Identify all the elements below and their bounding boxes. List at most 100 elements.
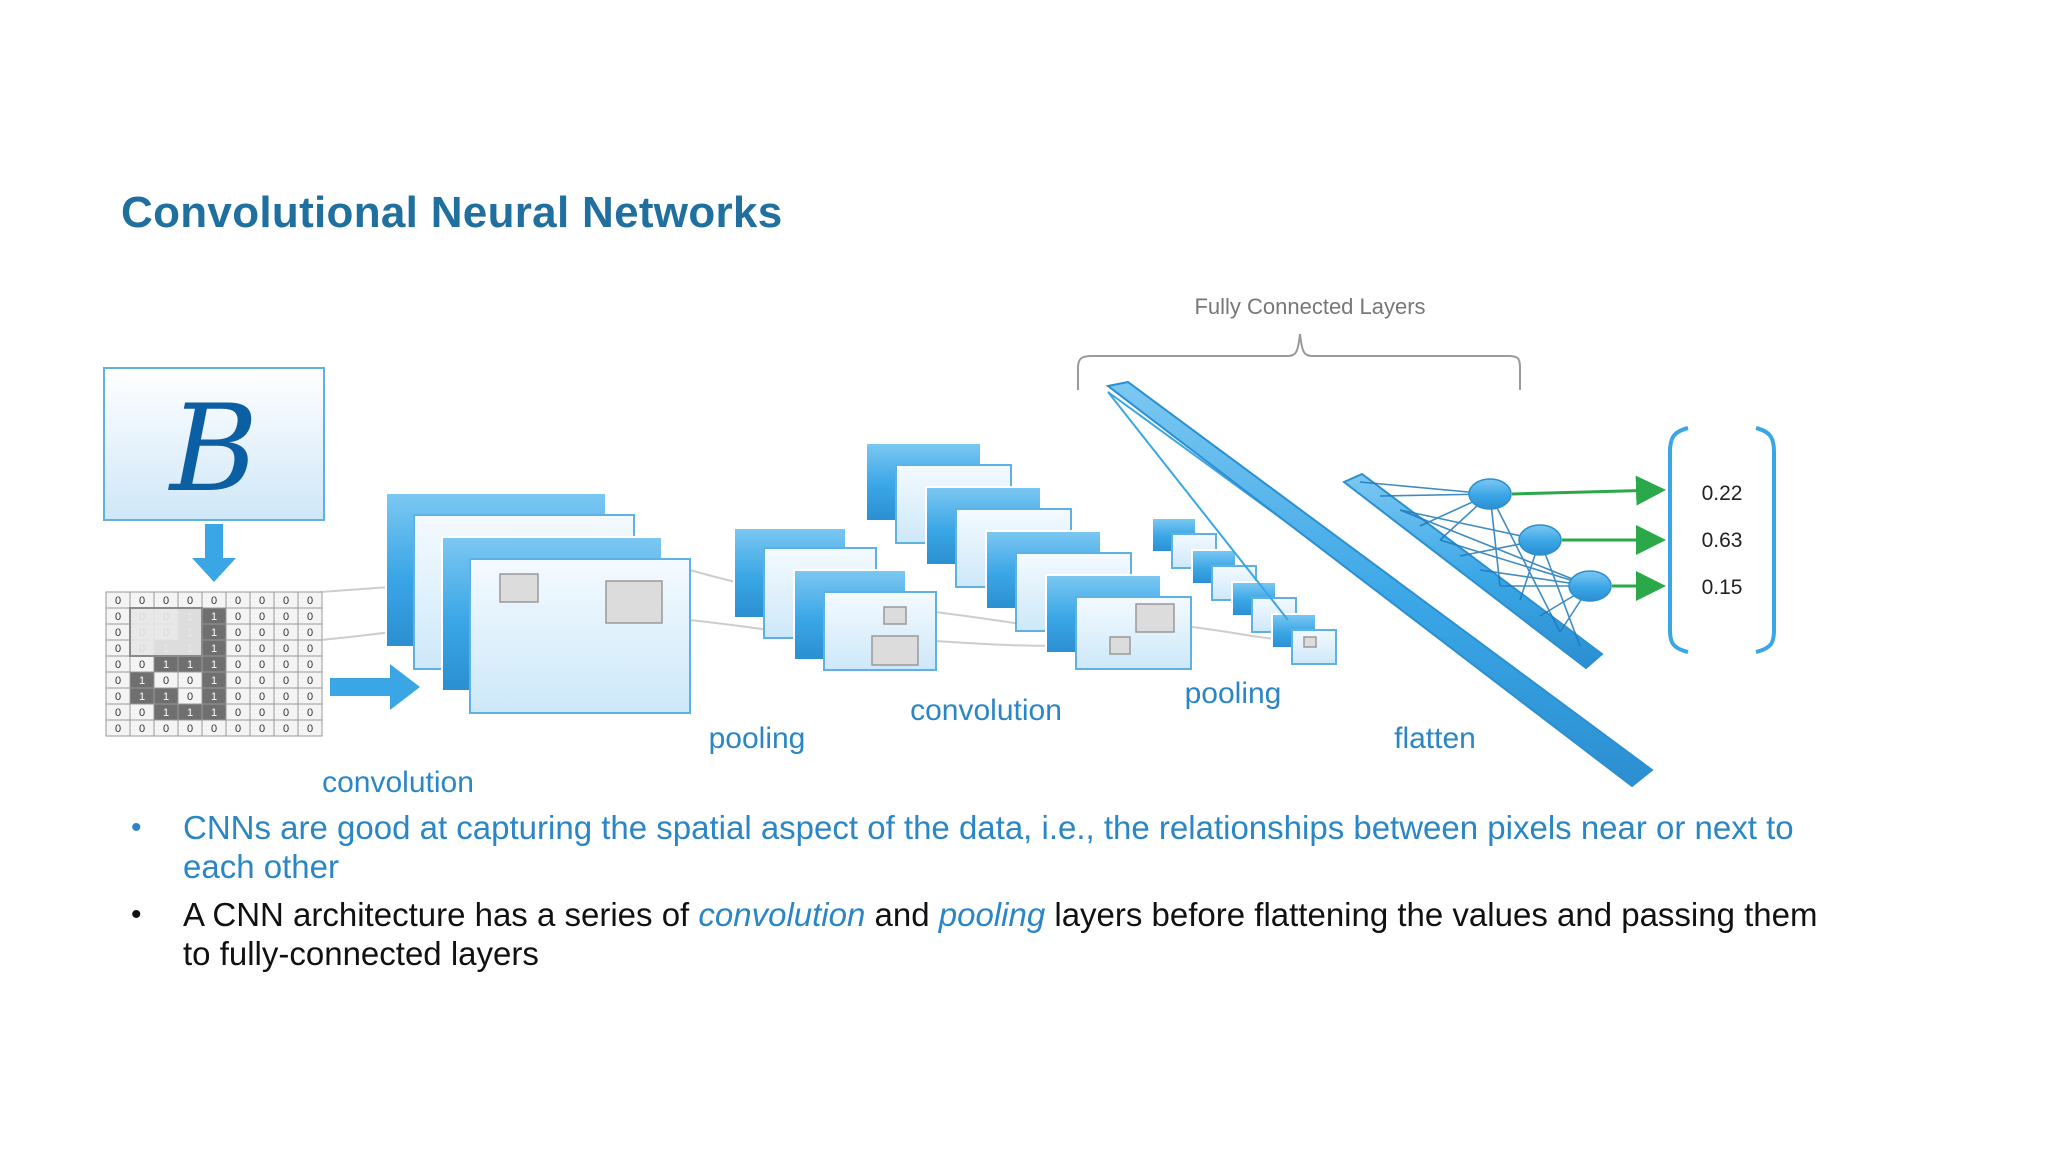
grid-cell-value: 0 xyxy=(163,675,169,687)
grid-cell-value: 0 xyxy=(259,707,265,719)
bullet-item: • A CNN architecture has a series of con… xyxy=(125,895,1825,973)
convolution-2-stack xyxy=(865,442,1192,670)
output-node xyxy=(1468,478,1512,510)
output-value: 0.22 xyxy=(1702,482,1743,505)
grid-cell-value: 0 xyxy=(307,643,313,655)
left-bracket-icon xyxy=(1668,426,1689,654)
bullet-dot-icon: • xyxy=(131,898,142,931)
receptive-field-highlight xyxy=(129,607,203,657)
output-arrow xyxy=(1511,475,1666,506)
fully-connected-brace xyxy=(1077,333,1521,390)
grid-cell-value: 0 xyxy=(259,627,265,639)
grid-cell-value: 0 xyxy=(259,595,265,607)
grid-cell-value: 0 xyxy=(235,627,241,639)
flatten-layer xyxy=(1105,380,1654,788)
output-node xyxy=(1568,570,1612,602)
grid-cell-value: 1 xyxy=(211,659,217,671)
bullet-text-part: layers before flattening the values and … xyxy=(183,896,1818,972)
bullet-text-part: and xyxy=(865,896,939,933)
grid-cell-value: 0 xyxy=(283,723,289,735)
grid-cell-value: 0 xyxy=(211,595,217,607)
slide-title: Convolutional Neural Networks xyxy=(121,188,783,237)
grid-cell-value: 0 xyxy=(283,627,289,639)
grid-cell-value: 0 xyxy=(235,675,241,687)
grid-cell-value: 0 xyxy=(283,691,289,703)
grid-cell-value: 0 xyxy=(163,595,169,607)
grid-cell-value: 0 xyxy=(235,595,241,607)
grid-cell-value: 0 xyxy=(115,595,121,607)
grid-cell-value: 0 xyxy=(259,675,265,687)
grid-cell-value: 0 xyxy=(307,723,313,735)
grid-cell-value: 0 xyxy=(259,611,265,623)
grid-cell-value: 0 xyxy=(259,643,265,655)
grid-cell xyxy=(297,719,323,737)
down-arrow-icon xyxy=(192,524,236,582)
emphasis-pooling: pooling xyxy=(938,896,1046,933)
grid-cell-value: 0 xyxy=(283,611,289,623)
convolution-1-stack xyxy=(385,492,691,714)
bullet-text: A CNN architecture has a series of convo… xyxy=(183,896,1818,972)
grid-cell-value: 0 xyxy=(187,675,193,687)
label-flatten: flatten xyxy=(1394,722,1476,755)
grid-cell-value: 0 xyxy=(187,691,193,703)
bullet-list: • CNNs are good at capturing the spatial… xyxy=(125,808,1825,982)
grid-cell-value: 0 xyxy=(187,723,193,735)
grid-cell-value: 1 xyxy=(163,691,169,703)
grid-cell-value: 0 xyxy=(163,723,169,735)
grid-cell-value: 0 xyxy=(259,691,265,703)
grid-cell-value: 0 xyxy=(115,707,121,719)
grid-cell-value: 1 xyxy=(187,659,193,671)
emphasis-convolution: convolution xyxy=(698,896,866,933)
grid-cell-value: 0 xyxy=(139,659,145,671)
grid-cell-value: 0 xyxy=(307,675,313,687)
grid-cell-value: 0 xyxy=(235,691,241,703)
grid-cell-value: 1 xyxy=(211,643,217,655)
grid-cell-value: 1 xyxy=(139,691,145,703)
grid-cell-value: 0 xyxy=(307,595,313,607)
grid-cell-value: 1 xyxy=(139,675,145,687)
grid-cell-value: 0 xyxy=(259,723,265,735)
grid-cell-value: 1 xyxy=(163,659,169,671)
bullet-dot-icon: • xyxy=(131,811,142,844)
grid-cell-value: 0 xyxy=(115,659,121,671)
right-bracket-icon xyxy=(1755,426,1776,654)
label-pooling-1: pooling xyxy=(709,722,806,755)
grid-cell-value: 0 xyxy=(307,691,313,703)
grid-cell-value: 0 xyxy=(139,707,145,719)
grid-cell-value: 1 xyxy=(211,675,217,687)
right-arrow-icon xyxy=(330,664,420,710)
grid-cell-value: 0 xyxy=(283,707,289,719)
grid-cell-value: 0 xyxy=(115,723,121,735)
grid-cell-value: 0 xyxy=(307,659,313,671)
label-fully-connected: Fully Connected Layers xyxy=(1194,294,1425,319)
bullet-text: CNNs are good at capturing the spatial a… xyxy=(183,809,1794,885)
grid-cell-value: 0 xyxy=(259,659,265,671)
grid-cell-value: 0 xyxy=(235,643,241,655)
output-node xyxy=(1518,524,1562,556)
grid-cell-value: 0 xyxy=(139,595,145,607)
grid-cell-value: 0 xyxy=(115,611,121,623)
grid-cell-value: 0 xyxy=(115,675,121,687)
grid-cell-value: 0 xyxy=(187,595,193,607)
grid-cell-value: 0 xyxy=(115,627,121,639)
input-letter: B xyxy=(168,380,258,519)
grid-cell-value: 0 xyxy=(235,611,241,623)
grid-cell-value: 0 xyxy=(283,595,289,607)
grid-cell-value: 1 xyxy=(211,691,217,703)
grid-cell-value: 0 xyxy=(307,707,313,719)
bullet-text-part: A CNN architecture has a series of xyxy=(183,896,699,933)
grid-cell-value: 1 xyxy=(163,707,169,719)
pooling-1-stack xyxy=(733,527,937,671)
label-convolution-2: convolution xyxy=(910,694,1062,727)
grid-cell-value: 0 xyxy=(283,643,289,655)
grid-cell-value: 0 xyxy=(283,675,289,687)
grid-cell-value: 0 xyxy=(235,723,241,735)
dense-layer xyxy=(1342,472,1604,670)
grid-cell-value: 0 xyxy=(283,659,289,671)
output-nodes xyxy=(1468,475,1666,602)
grid-cell-value: 0 xyxy=(235,707,241,719)
grid-cell-value: 0 xyxy=(115,691,121,703)
grid-cell-value: 0 xyxy=(139,723,145,735)
grid-cell-value: 0 xyxy=(307,611,313,623)
output-value: 0.63 xyxy=(1702,529,1743,552)
